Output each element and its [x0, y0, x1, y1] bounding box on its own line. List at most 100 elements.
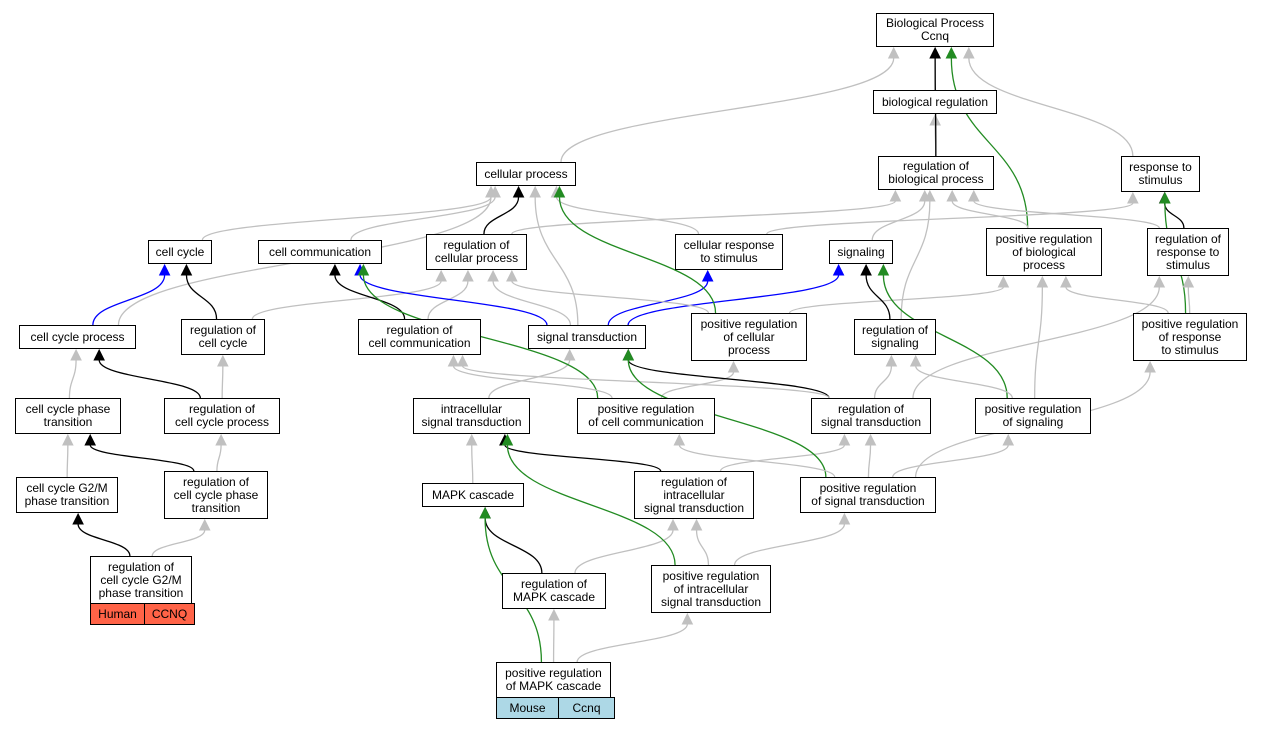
edge-arrowhead — [877, 263, 890, 276]
edge-sigtrans-to-cellcomm — [359, 274, 548, 326]
edge-posregcell-to-cellproc — [558, 196, 717, 314]
edge-regsigtrans-to-regcomm — [461, 365, 830, 399]
edge-arrowhead — [945, 46, 958, 59]
go-term-node-posregmapk[interactable]: positive regulation of MAPK cascade — [496, 662, 611, 698]
edge-posregsigtrans-to-sigtrans — [627, 359, 827, 478]
edge-arrowhead — [487, 269, 499, 282]
edge-regsigtrans-to-regresp — [912, 286, 1160, 399]
edge-arrowhead — [1182, 275, 1195, 288]
go-term-node-posregresp[interactable]: positive regulation of response to stimu… — [1133, 313, 1247, 361]
edge-posregintra-to-posregsigtrans — [733, 523, 846, 566]
edge-cellproc-to-bp — [560, 57, 895, 163]
edge-posregsigtrans-to-posregsig — [892, 444, 1009, 478]
go-term-node-cellproc[interactable]: cellular process — [476, 162, 576, 186]
go-term-node-regg2m[interactable]: regulation of cell cycle G2/M phase tran… — [90, 556, 192, 604]
edge-posregcell-to-regcell — [511, 280, 710, 314]
edge-regccpt-to-ccpt — [89, 444, 195, 472]
edge-arrowhead — [832, 263, 845, 276]
go-term-node-cellcycle[interactable]: cell cycle — [148, 240, 212, 264]
edge-regresp-to-regbio — [973, 200, 1160, 229]
edge-arrowhead — [485, 185, 497, 198]
go-term-node-regccproc[interactable]: regulation of cell cycle process — [164, 398, 280, 434]
go-term-node-cellcomm[interactable]: cell communication — [258, 240, 382, 264]
edge-posregintra-to-intra — [506, 444, 676, 566]
go-term-node-posregbio[interactable]: positive regulation of biological proces… — [986, 228, 1102, 276]
edge-arrowhead — [860, 263, 872, 276]
edge-arrowhead — [465, 433, 478, 446]
edge-arrowhead — [479, 506, 491, 519]
edge-arrowhead — [501, 433, 514, 446]
edge-arrowhead — [1036, 275, 1049, 288]
edge-arrowhead — [563, 348, 576, 361]
go-term-node-regintra[interactable]: regulation of intracellular signal trans… — [634, 471, 754, 519]
go-term-node-regsigtrans[interactable]: regulation of signal transduction — [811, 398, 931, 434]
edge-arrowhead — [887, 46, 900, 59]
go-term-node-regcomm[interactable]: regulation of cell communication — [358, 319, 481, 355]
edge-regsigtrans-to-sigtrans — [627, 359, 830, 399]
go-term-node-ccproc[interactable]: cell cycle process — [19, 325, 136, 349]
go-term-node-bioreg[interactable]: biological regulation — [873, 90, 997, 114]
edge-arrowhead — [681, 612, 694, 625]
edge-arrowhead — [946, 189, 959, 202]
go-term-node-regccpt[interactable]: regulation of cell cycle phase transitio… — [164, 471, 268, 519]
go-term-node-signaling[interactable]: signaling — [829, 240, 893, 264]
edge-posregsigtrans-to-regsigtrans — [867, 444, 872, 478]
edge-arrowhead — [909, 354, 922, 367]
edge-arrowhead — [963, 46, 975, 59]
go-term-node-cellresp[interactable]: cellular response to stimulus — [675, 234, 783, 270]
go-term-node-regcc[interactable]: regulation of cell cycle — [181, 319, 265, 355]
go-term-node-ccpt[interactable]: cell cycle phase transition — [15, 398, 121, 434]
edge-sigtrans-to-cellproc — [534, 196, 579, 326]
edge-arrowhead — [72, 512, 84, 525]
go-term-node-posregcell[interactable]: positive regulation of cellular process — [691, 313, 807, 361]
gene-label: CCNQ — [144, 604, 194, 624]
go-term-node-bp[interactable]: Biological Process Ccnq — [876, 13, 994, 47]
go-term-node-regbio[interactable]: regulation of biological process — [878, 156, 994, 190]
edge-regsig-to-signaling — [865, 274, 891, 320]
go-term-node-regsig[interactable]: regulation of signaling — [854, 319, 936, 355]
edge-regmapk-to-regintra — [574, 529, 674, 574]
edge-arrowhead — [885, 354, 898, 367]
edge-arrowhead — [1144, 360, 1156, 373]
edge-arrowhead — [997, 275, 1010, 288]
edge-posregcomm-to-regcomm — [452, 365, 613, 399]
go-term-node-intra[interactable]: intracellular signal transduction — [413, 398, 530, 434]
edge-regintra-to-intra — [504, 444, 662, 472]
go-term-node-regmapk[interactable]: regulation of MAPK cascade — [502, 573, 606, 609]
edge-posregintra-to-regintra — [695, 529, 710, 566]
edge-regg2m-to-g2m — [77, 523, 131, 557]
go-term-node-regcell[interactable]: regulation of cellular process — [426, 234, 527, 270]
go-term-node-posregsigtrans[interactable]: positive regulation of signal transducti… — [800, 477, 936, 513]
go-term-node-posregcomm[interactable]: positive regulation of cell communicatio… — [577, 398, 715, 434]
edge-posregbio-to-bp — [950, 57, 1029, 229]
edge-arrowhead — [838, 433, 851, 446]
edge-arrowhead — [215, 433, 227, 446]
edge-arrowhead — [158, 263, 171, 276]
edge-regcomm-to-cellcomm — [334, 274, 406, 320]
go-term-node-g2m[interactable]: cell cycle G2/M phase transition — [16, 477, 118, 513]
go-term-node-posregsig[interactable]: positive regulation of signaling — [975, 398, 1091, 434]
edge-regccproc-to-regcc — [221, 365, 224, 399]
go-term-node-mapk[interactable]: MAPK cascade — [422, 483, 524, 507]
edge-posregresp-to-posregbio — [1065, 286, 1169, 314]
edge-arrowhead — [357, 263, 370, 276]
go-term-node-resp[interactable]: response to stimulus — [1121, 156, 1200, 192]
edge-cellcycle-to-cellproc — [201, 196, 492, 241]
edge-arrowhead — [864, 433, 877, 446]
edge-regccpt-to-regccproc — [216, 444, 222, 472]
edge-arrowhead — [622, 348, 635, 361]
gene-label: Ccnq — [558, 698, 614, 718]
edge-posregsig-to-regsig — [915, 365, 1013, 399]
edge-arrowhead — [198, 518, 211, 531]
go-term-node-sigtrans[interactable]: signal transduction — [528, 325, 646, 349]
edge-ccproc-to-cellcycle — [92, 274, 166, 326]
go-term-node-regresp[interactable]: regulation of response to stimulus — [1147, 228, 1229, 276]
edge-arrowhead — [506, 269, 518, 282]
go-term-node-posregintra[interactable]: positive regulation of intracellular sig… — [651, 565, 771, 613]
edge-posregbio-to-regbio — [951, 200, 1029, 229]
edge-regcomm-to-regcell — [427, 280, 469, 320]
edge-mapk-to-intra — [471, 444, 474, 484]
edge-arrowhead — [1159, 191, 1171, 204]
